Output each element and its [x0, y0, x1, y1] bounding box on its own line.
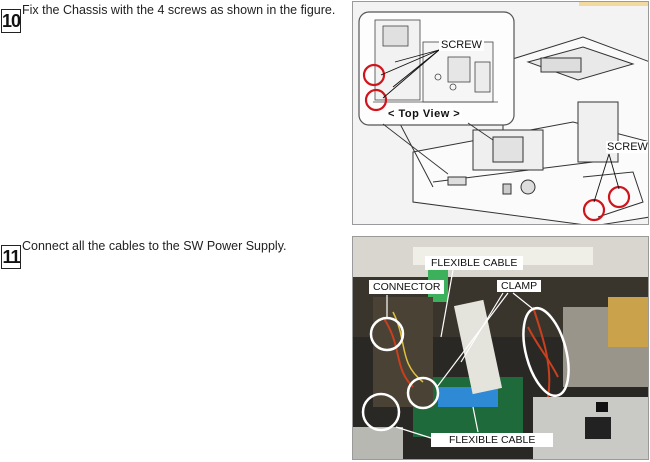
step-11-instruction: Connect all the cables to the SW Power S…: [22, 239, 287, 253]
power-supply-cables-photo: FLEXIBLE CABLE CONNECTOR CLAMP FLEXIBLE …: [352, 236, 649, 460]
connector-callout-2: [406, 376, 440, 410]
leader-lines-photo: [386, 269, 534, 439]
chassis-illustration: [358, 2, 648, 224]
top-view-label: < Top View >: [386, 108, 463, 120]
leader-lines-inset: [380, 49, 440, 99]
step-10-instruction: Fix the Chassis with the 4 screws as sho…: [22, 3, 336, 17]
lower-left-callout: [361, 392, 401, 432]
connector-label: CONNECTOR: [369, 280, 445, 294]
accent-tab: [579, 2, 648, 6]
inset-pointer-lines: [382, 122, 494, 175]
step-number-10: 10: [1, 9, 21, 33]
screw-callouts-main: [582, 185, 631, 222]
step-number-11: 11: [1, 245, 21, 269]
chassis-drawing: [397, 36, 648, 224]
chassis-screws-figure: SCREW < Top View > SCREW: [352, 1, 649, 225]
clamp-label: CLAMP: [497, 280, 542, 292]
screw-label-main: SCREW: [606, 141, 648, 153]
screw-callouts-inset: [362, 63, 388, 112]
flexible-cable-label-top: FLEXIBLE CABLE: [425, 256, 524, 270]
flexible-cable-label-bottom: FLEXIBLE CABLE: [431, 433, 554, 447]
screw-label-inset: SCREW: [439, 39, 484, 51]
clamp-callout: [522, 306, 570, 398]
power-supply-photo-drawing: [353, 237, 648, 459]
leader-lines-main: [593, 153, 620, 203]
